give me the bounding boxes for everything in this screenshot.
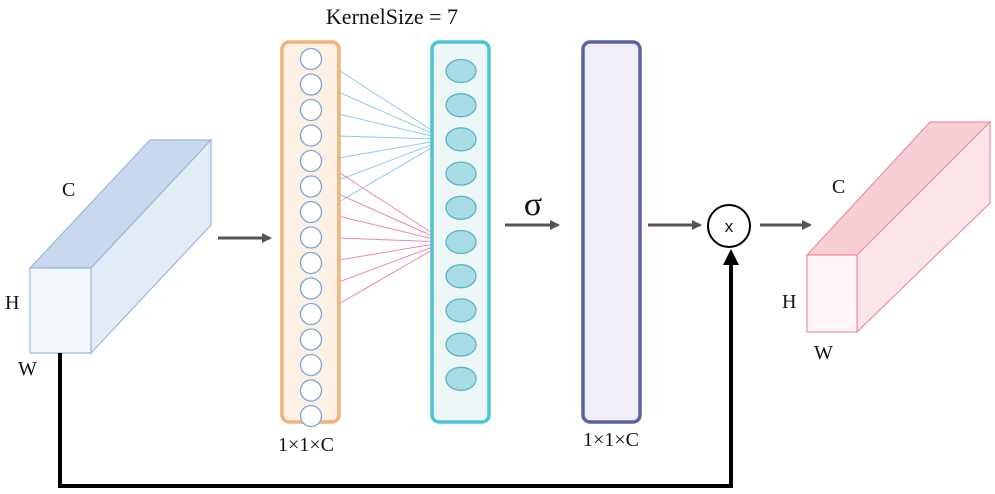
kernel-size-title: KernelSize = 7	[326, 4, 458, 29]
kernel-connection-line	[321, 109, 447, 140]
input-vector-node	[299, 124, 323, 147]
multiply-node	[707, 204, 751, 248]
kernel-connection-line	[321, 135, 447, 140]
conv-vector-nodes	[445, 58, 477, 391]
kernel-connection-line	[321, 138, 447, 162]
conv-vector-node	[445, 332, 477, 357]
conv-vector-node	[445, 366, 477, 391]
output-height-label: H	[782, 291, 796, 313]
conv-vector-node	[445, 195, 477, 220]
input-channel-label: C	[62, 179, 75, 201]
input-height-label: H	[5, 292, 19, 314]
kernel-connection-line	[321, 241, 447, 315]
kernel-connection-line	[321, 84, 447, 140]
kernel-connection-line	[321, 186, 447, 243]
output-width-label: W	[814, 342, 833, 364]
input-vector-node	[299, 200, 323, 224]
input-vector-node	[299, 251, 323, 275]
conv-vector-node	[445, 229, 477, 255]
input-vector-node	[299, 98, 323, 122]
input-vector-node	[299, 302, 323, 326]
conv-vector-node	[445, 161, 477, 186]
input-vector-node	[299, 149, 323, 173]
kernel-connection-line	[321, 58, 447, 140]
kernel-connection-line	[321, 138, 447, 187]
output-tensor	[805, 120, 992, 334]
kernel-connection-line	[321, 160, 447, 243]
sigma-symbol: σ	[524, 186, 542, 223]
input-vector-node	[299, 73, 323, 96]
conv-vector-node	[445, 264, 477, 289]
input-vector-node	[299, 379, 323, 402]
sigmoid-vector-label: 1×1×C	[583, 429, 639, 451]
input-vector-node	[299, 277, 323, 300]
kernel-connection-line	[321, 211, 447, 243]
output-tensor-front-face	[806, 254, 858, 333]
input-tensor	[28, 138, 213, 355]
input-vector-nodes	[299, 47, 323, 428]
conv-vector-node	[445, 58, 477, 84]
input-vector-label: 1×1×C	[278, 434, 334, 456]
input-tensor-front-face	[29, 267, 92, 354]
multiply-symbol: x	[725, 217, 734, 236]
output-channel-label: C	[832, 176, 845, 198]
input-vector-node	[299, 47, 323, 71]
kernel-connections	[321, 58, 447, 315]
input-width-label: W	[18, 358, 37, 380]
skip-connection	[58, 249, 739, 488]
kernel-connection-line	[321, 241, 447, 264]
sigmoid-vector-box	[581, 40, 642, 424]
conv-vector-node	[445, 298, 477, 323]
input-vector-node	[299, 404, 323, 428]
input-vector-node	[299, 226, 323, 249]
conv-vector-node	[445, 93, 477, 118]
kernel-connection-line	[321, 138, 447, 213]
input-vector-node	[299, 353, 323, 377]
kernel-connection-line	[321, 237, 447, 243]
kernel-connection-line	[321, 241, 447, 289]
input-vector-node	[299, 175, 323, 198]
input-vector-node	[299, 328, 323, 351]
conv-vector-node	[445, 127, 477, 152]
